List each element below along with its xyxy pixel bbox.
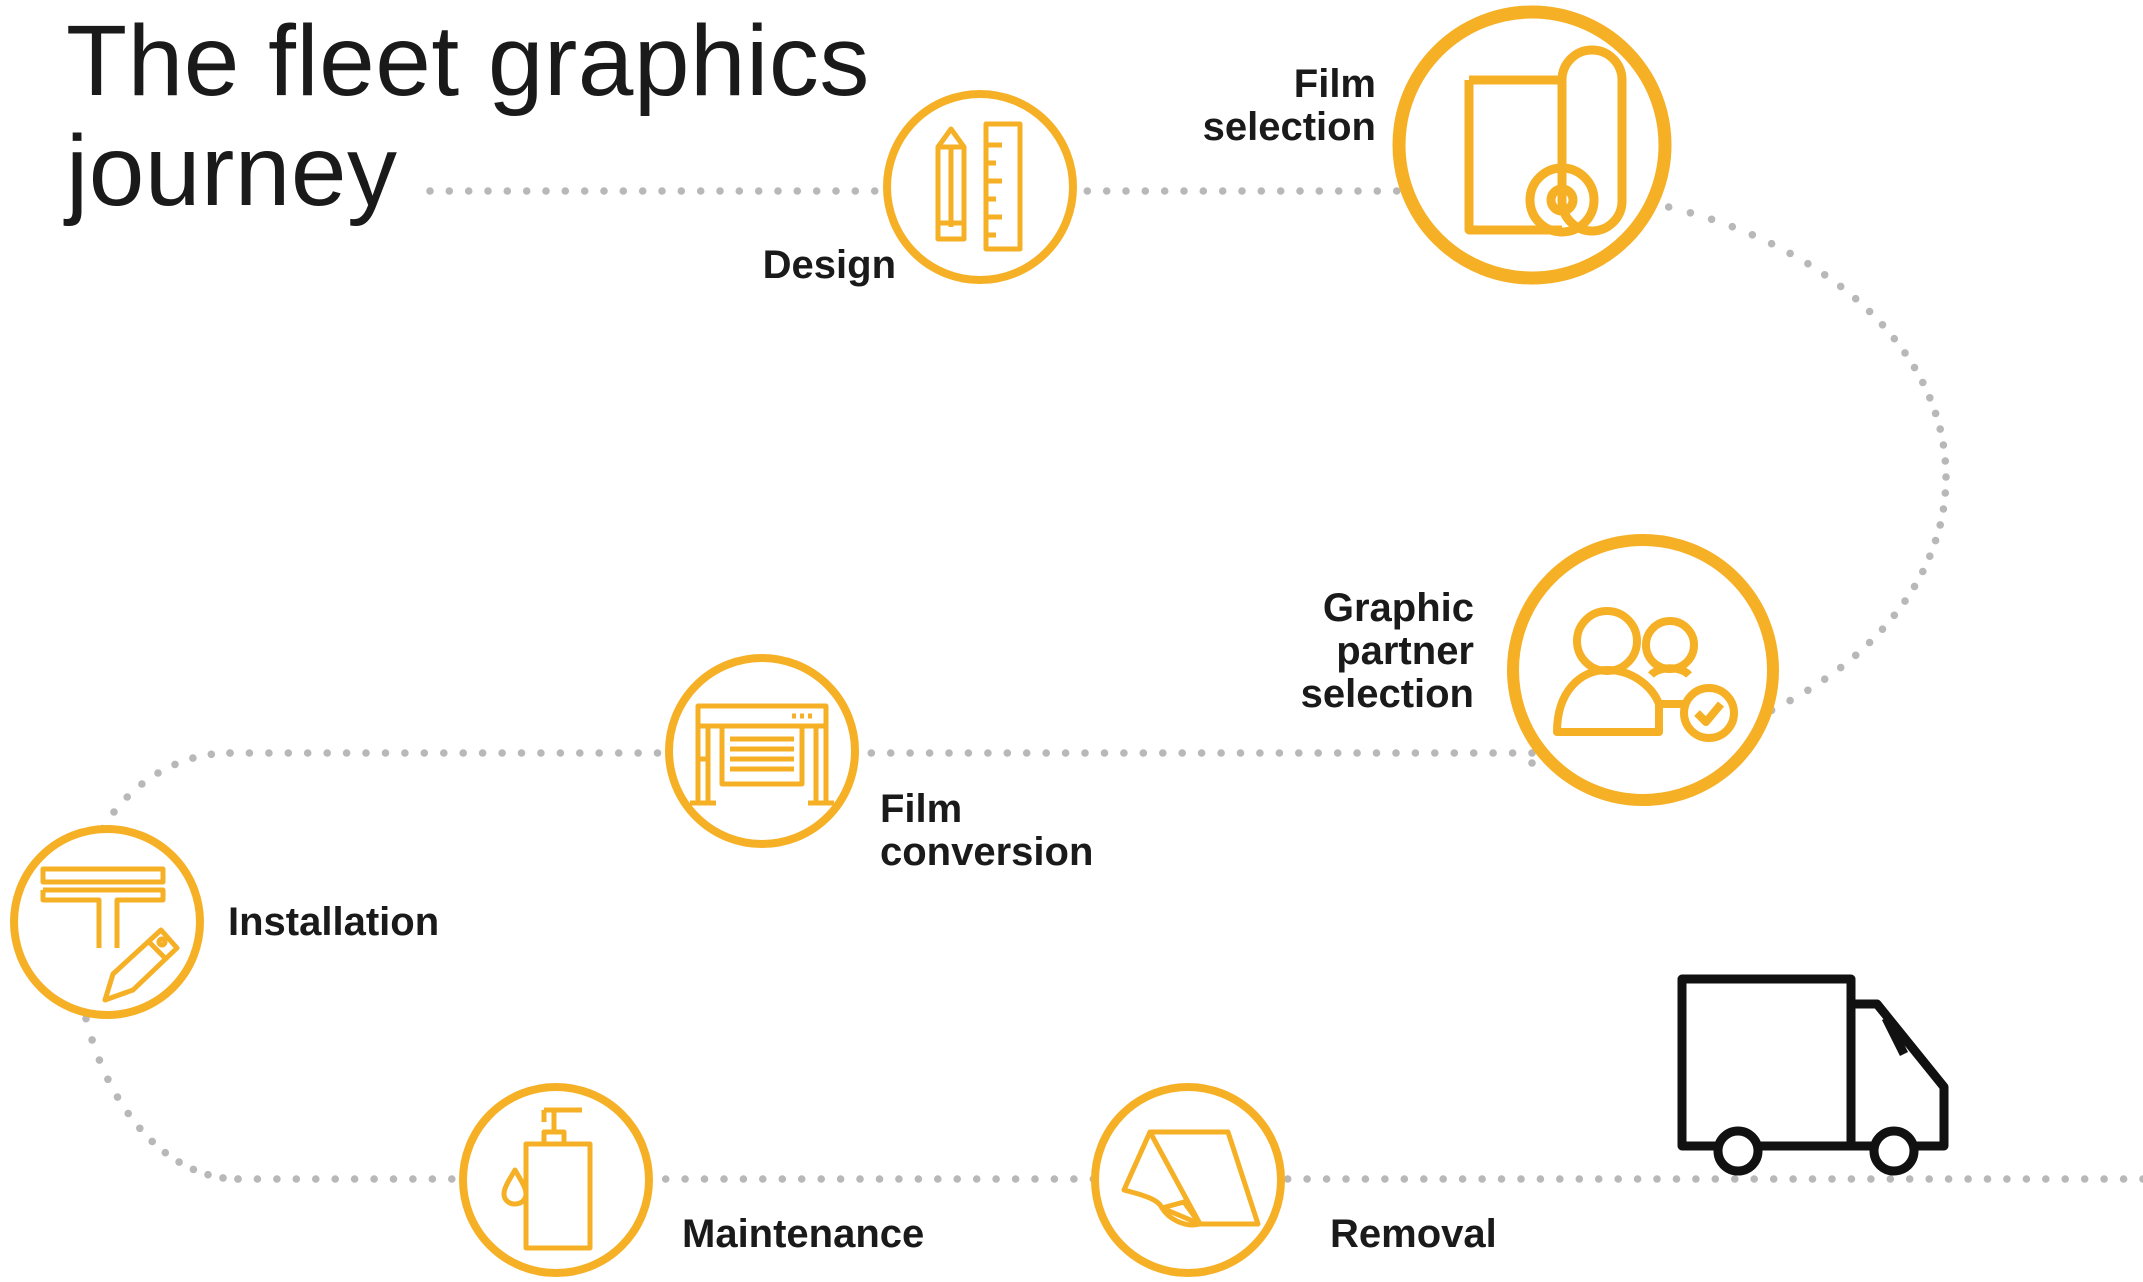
step-label-installation: Installation bbox=[228, 900, 440, 944]
squeegee-cutter-icon bbox=[10, 825, 204, 1019]
step-label-design: Design bbox=[762, 243, 896, 287]
step-label-removal: Removal bbox=[1330, 1212, 1497, 1256]
step-label-film-conversion: Film conversion bbox=[880, 787, 1094, 874]
page-title: The fleet graphics journey bbox=[66, 6, 870, 226]
dotted-path bbox=[71, 187, 2143, 1183]
step-label-maintenance: Maintenance bbox=[682, 1212, 925, 1256]
truck-icon bbox=[1677, 974, 1949, 1176]
title-line-2: journey bbox=[66, 115, 398, 227]
step-label-graphic-partner-selection: Graphic partner selection bbox=[1300, 586, 1474, 716]
title-line-1: The fleet graphics bbox=[66, 5, 870, 117]
peeling-film-icon bbox=[1091, 1083, 1285, 1277]
step-label-film-selection: Film selection bbox=[1202, 62, 1376, 149]
design-icon bbox=[883, 90, 1077, 284]
printer-icon bbox=[665, 654, 859, 848]
soap-bottle-icon bbox=[459, 1083, 653, 1277]
people-check-icon bbox=[1507, 534, 1779, 806]
film-roll-icon bbox=[1392, 5, 1672, 285]
